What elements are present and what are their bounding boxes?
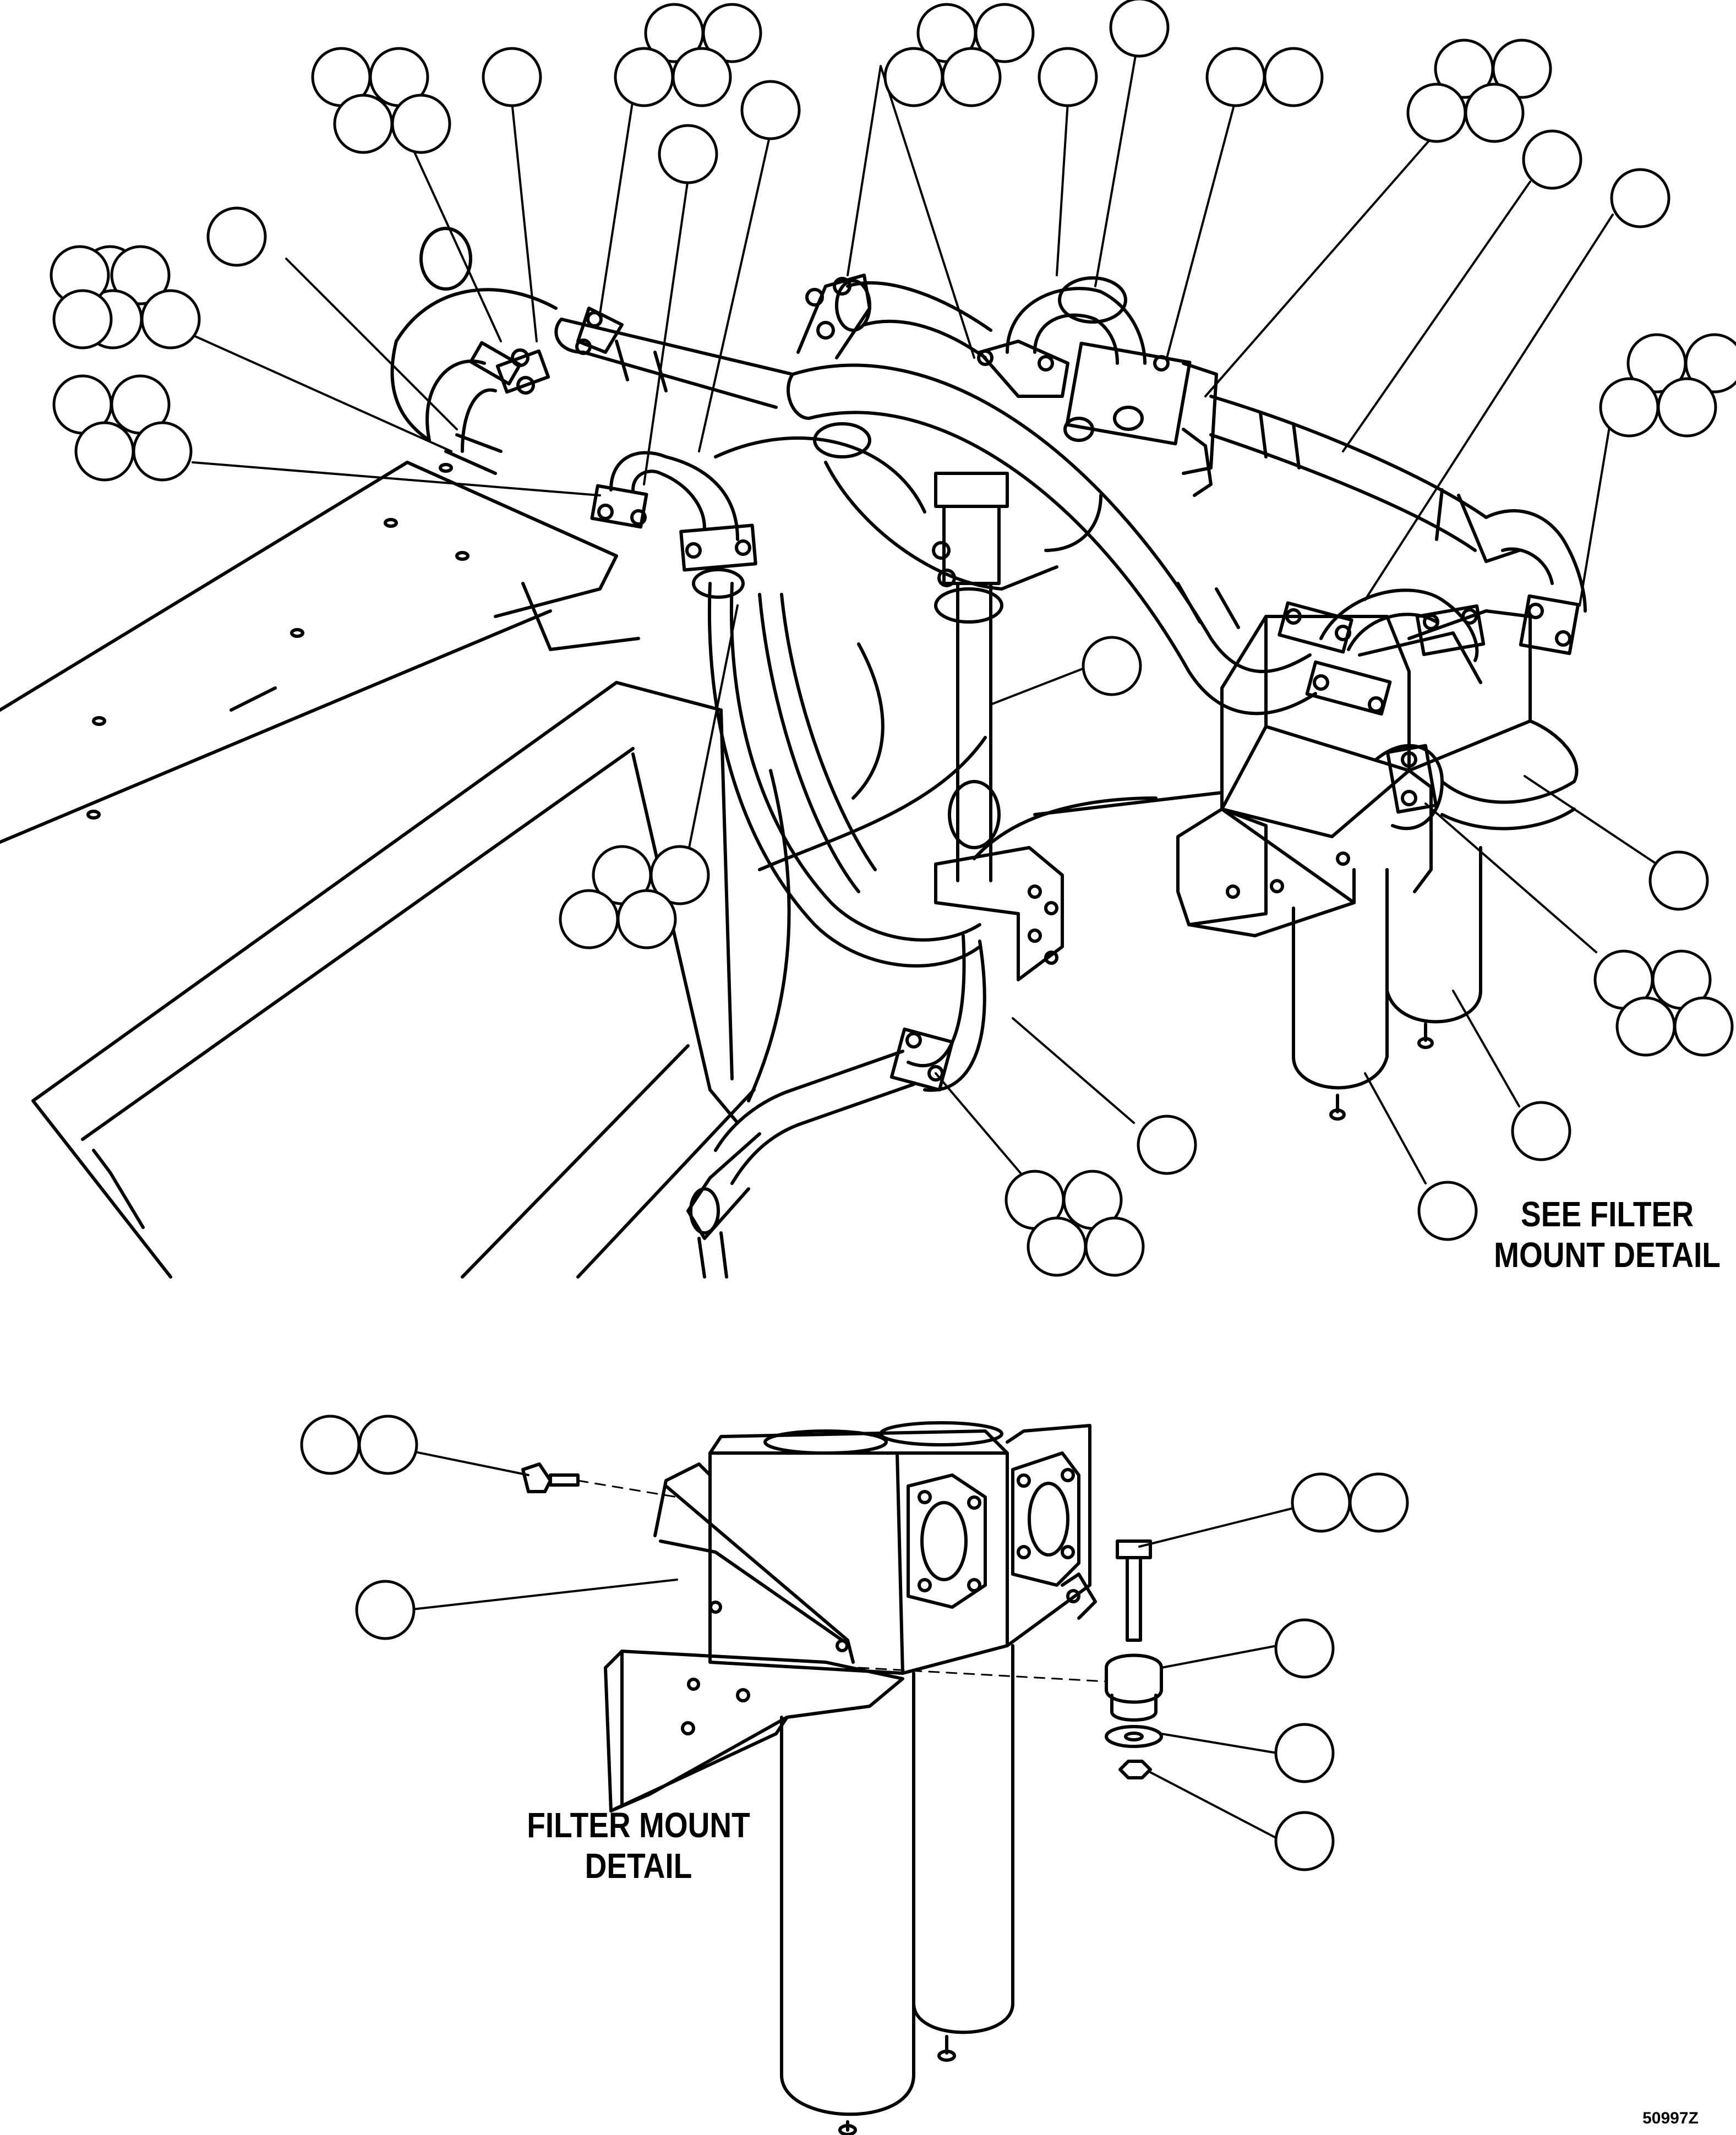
figure-id: 50997Z bbox=[1642, 2109, 1699, 2127]
left-elbow bbox=[425, 307, 794, 475]
filter-mount-detail bbox=[406, 1421, 1295, 2135]
right-upper-hose bbox=[1209, 395, 1587, 613]
callout-balloons bbox=[50, 0, 1736, 1871]
see-filter-mount-detail-label: SEE FILTER MOUNT DETAIL bbox=[1475, 1194, 1736, 1275]
lower-drain-hose bbox=[686, 934, 986, 1279]
tank-housing bbox=[390, 288, 1224, 871]
chassis-frame bbox=[0, 227, 791, 1279]
main-hose bbox=[786, 363, 1317, 716]
top-center-hoses bbox=[796, 274, 1218, 497]
vertical-riser bbox=[932, 472, 1064, 981]
filter-mount-line2: DETAIL bbox=[585, 1845, 692, 1886]
filter-mount-detail-label: FILTER MOUNT DETAIL bbox=[506, 1805, 771, 1886]
see-filter-line1: SEE FILTER bbox=[1521, 1194, 1694, 1234]
see-filter-line2: MOUNT DETAIL bbox=[1494, 1235, 1721, 1275]
leader-lines-main bbox=[181, 48, 1658, 1184]
filter-heads-main bbox=[1176, 588, 1580, 1121]
u-hose bbox=[590, 451, 981, 968]
filter-mount-line1: FILTER MOUNT bbox=[527, 1805, 750, 1845]
